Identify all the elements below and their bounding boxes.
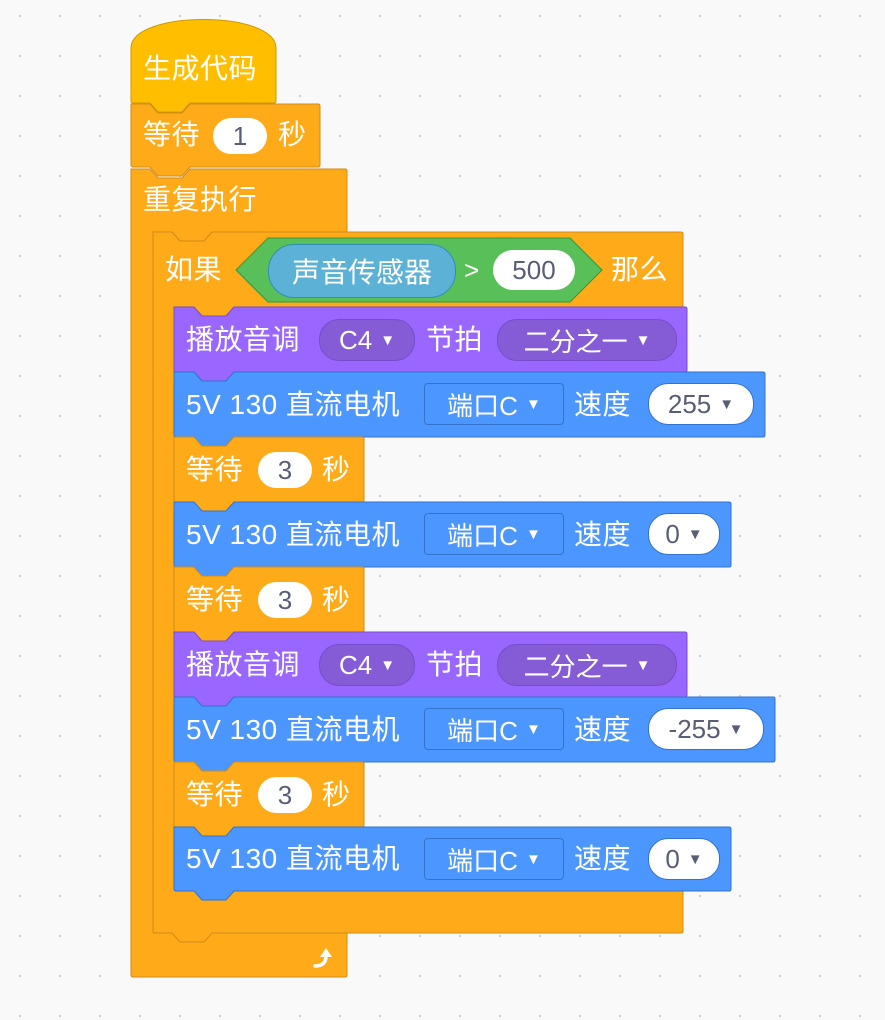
speed-value: -255 <box>668 713 721 744</box>
play-tone-label: 播放音调 <box>186 649 301 680</box>
chevron-down-icon: ▼ <box>687 525 703 543</box>
forever-label: 重复执行 <box>143 184 258 215</box>
speed-value: 0 <box>665 843 680 874</box>
forever-block[interactable]: 重复执行 <box>131 169 347 232</box>
port-value: 端口C <box>447 715 518 746</box>
wait-block-2[interactable]: 等待 3 秒 <box>174 437 364 502</box>
port-dropdown[interactable]: 端口C ▼ <box>424 708 564 750</box>
chevron-down-icon: ▼ <box>635 331 651 349</box>
motor-label: 5V 130 直流电机 <box>186 389 401 420</box>
chevron-down-icon: ▼ <box>728 720 744 738</box>
motor-label: 5V 130 直流电机 <box>186 519 401 550</box>
note-value: C4 <box>338 649 373 680</box>
wait-unit: 秒 <box>322 779 351 810</box>
beat-value: 二分之一 <box>523 651 628 682</box>
hat-block-when-generate[interactable]: 生成代码 <box>131 30 276 103</box>
chevron-down-icon: ▼ <box>380 656 396 674</box>
beat-label: 节拍 <box>426 649 484 680</box>
note-dropdown[interactable]: C4 ▼ <box>319 319 415 361</box>
play-tone-block-1[interactable]: 播放音调 C4 ▼ 节拍 二分之一 ▼ <box>174 307 687 372</box>
port-value: 端口C <box>447 520 518 551</box>
speed-label: 速度 <box>574 714 632 745</box>
chevron-down-icon: ▼ <box>719 395 735 413</box>
chevron-down-icon: ▼ <box>525 850 541 868</box>
speed-dropdown[interactable]: -255 ▼ <box>648 708 764 750</box>
hat-block-shape <box>130 19 277 113</box>
wait-seconds-input[interactable]: 1 <box>213 118 267 154</box>
wait-seconds-input[interactable]: 3 <box>258 452 312 488</box>
wait-label: 等待 <box>186 779 244 810</box>
wait-block-1[interactable]: 等待 1 秒 <box>131 104 320 167</box>
port-dropdown[interactable]: 端口C ▼ <box>424 383 564 425</box>
note-dropdown[interactable]: C4 ▼ <box>319 644 415 686</box>
motor-block-4[interactable]: 5V 130 直流电机 端口C▼ 速度 0▼ <box>174 827 731 891</box>
wait-seconds-input[interactable]: 3 <box>258 777 312 813</box>
chevron-down-icon: ▼ <box>635 656 651 674</box>
loop-arrow-icon <box>313 948 332 968</box>
wait-unit: 秒 <box>278 119 307 150</box>
hat-label: 生成代码 <box>143 53 258 84</box>
port-dropdown[interactable]: 端口C ▼ <box>424 513 564 555</box>
port-value: 端口C <box>447 390 518 421</box>
wait-block-4[interactable]: 等待 3 秒 <box>174 762 364 827</box>
speed-label: 速度 <box>574 843 632 874</box>
motor-block-2[interactable]: 5V 130 直流电机 端口C▼ 速度 0▼ <box>174 502 731 567</box>
motor-label: 5V 130 直流电机 <box>186 843 401 874</box>
if-then-block[interactable]: 如果 那么 <box>153 232 683 307</box>
beat-dropdown[interactable]: 二分之一 ▼ <box>497 319 677 361</box>
wait-label: 等待 <box>143 119 201 150</box>
motor-label: 5V 130 直流电机 <box>186 714 401 745</box>
beat-label: 节拍 <box>426 324 484 355</box>
play-tone-block-2[interactable]: 播放音调 C4 ▼ 节拍 二分之一 ▼ <box>174 632 687 697</box>
chevron-down-icon: ▼ <box>525 395 541 413</box>
wait-block-3[interactable]: 等待 3 秒 <box>174 567 364 632</box>
wait-label: 等待 <box>186 584 244 615</box>
speed-dropdown[interactable]: 0▼ <box>648 838 720 880</box>
chevron-down-icon: ▼ <box>687 850 703 868</box>
speed-label: 速度 <box>574 519 632 550</box>
chevron-down-icon: ▼ <box>380 331 396 349</box>
beat-value: 二分之一 <box>523 326 628 357</box>
speed-value: 0 <box>665 518 680 549</box>
speed-dropdown[interactable]: 255 ▼ <box>648 383 754 425</box>
then-label: 那么 <box>611 254 669 285</box>
chevron-down-icon: ▼ <box>525 720 541 738</box>
sound-sensor-reporter[interactable]: 声音传感器 <box>268 244 456 298</box>
note-value: C4 <box>338 324 373 355</box>
wait-label: 等待 <box>186 454 244 485</box>
wait-unit: 秒 <box>322 454 351 485</box>
speed-label: 速度 <box>574 389 632 420</box>
port-dropdown[interactable]: 端口C ▼ <box>424 838 564 880</box>
motor-block-3[interactable]: 5V 130 直流电机 端口C ▼ 速度 -255 ▼ <box>174 697 775 762</box>
threshold-input[interactable]: 500 <box>493 250 575 290</box>
wait-unit: 秒 <box>322 584 351 615</box>
wait-seconds-input[interactable]: 3 <box>258 582 312 618</box>
if-label: 如果 <box>165 254 223 285</box>
beat-dropdown[interactable]: 二分之一 ▼ <box>497 644 677 686</box>
motor-block-1[interactable]: 5V 130 直流电机 端口C ▼ 速度 255 ▼ <box>174 372 765 437</box>
speed-value: 255 <box>667 388 712 419</box>
port-value: 端口C <box>447 845 518 876</box>
play-tone-label: 播放音调 <box>186 324 301 355</box>
chevron-down-icon: ▼ <box>525 525 541 543</box>
operator-symbol: > <box>464 255 480 285</box>
speed-dropdown[interactable]: 0▼ <box>648 513 720 555</box>
